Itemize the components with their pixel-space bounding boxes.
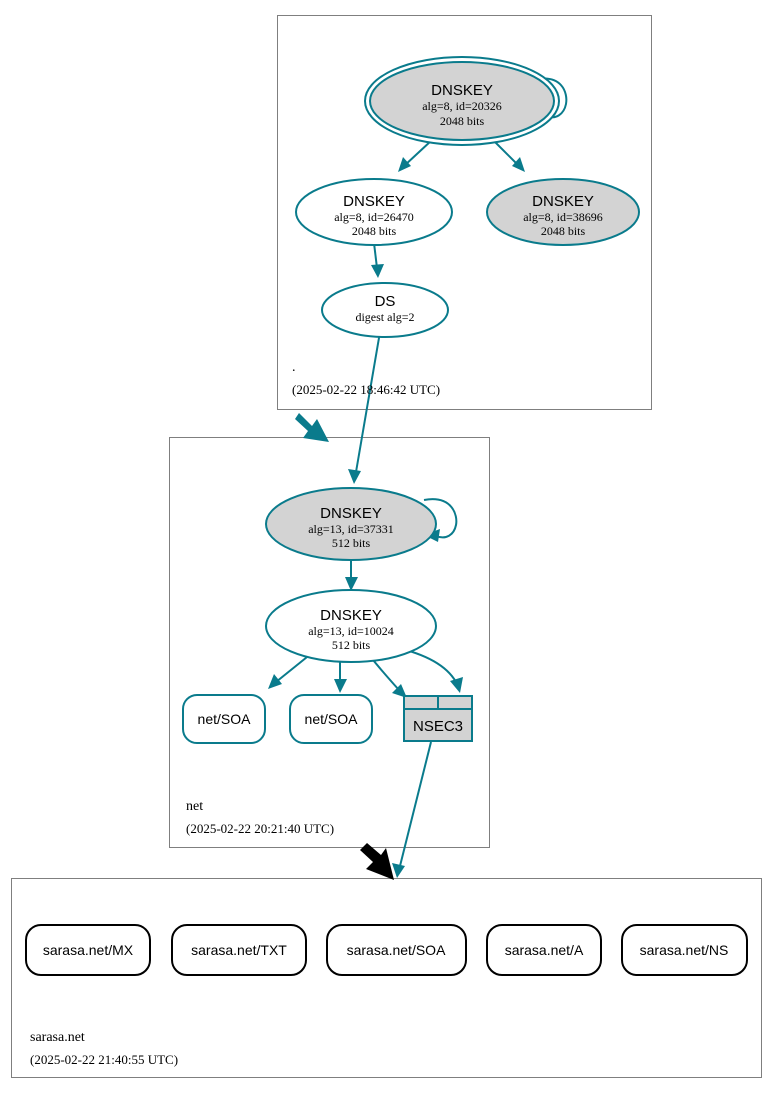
node-line3: 512 bits xyxy=(332,536,371,550)
zone-timestamp-sarasa: (2025-02-22 21:40:55 UTC) xyxy=(30,1052,178,1067)
node-rrset-sarasa-soa[interactable]: sarasa.net/SOA xyxy=(326,924,467,976)
arrowhead xyxy=(450,677,463,693)
arrowhead xyxy=(348,469,361,484)
node-ds-root[interactable]: DS digest alg=2 xyxy=(321,282,449,338)
node-shape xyxy=(171,924,307,976)
node-shape xyxy=(25,924,151,976)
nsec3-header-cell-left xyxy=(403,695,439,710)
nsec3-body-cell xyxy=(403,708,473,742)
arrowhead xyxy=(268,674,282,689)
node-dnskey-root-20326[interactable]: DNSKEY alg=8, id=20326 2048 bits xyxy=(364,56,560,146)
node-title: DNSKEY xyxy=(320,505,382,522)
node-title: DNSKEY xyxy=(532,193,594,210)
edge-delegation-net-to-sarasa xyxy=(360,843,394,880)
node-line3: 512 bits xyxy=(332,638,371,652)
node-rrset-sarasa-txt[interactable]: sarasa.net/TXT xyxy=(171,924,307,976)
node-rrset-sarasa-ns[interactable]: sarasa.net/NS xyxy=(621,924,748,976)
nsec3-label: NSEC3 xyxy=(413,718,463,735)
node-shape xyxy=(369,61,555,141)
node-shape xyxy=(621,924,748,976)
node-line2: alg=8, id=26470 xyxy=(334,210,414,224)
node-dnskey-net-10024[interactable]: DNSKEY alg=13, id=10024 512 bits xyxy=(265,589,437,663)
edge-net-ksk-to-net-zsk xyxy=(345,559,358,591)
node-line2: alg=8, id=38696 xyxy=(523,210,603,224)
node-rrset-net-soa-1[interactable]: net/SOA xyxy=(182,694,266,744)
edge-ds-to-net-ksk xyxy=(348,331,381,484)
zone-label-net: net xyxy=(186,799,203,814)
node-dnskey-root-26470[interactable]: DNSKEY alg=8, id=26470 2048 bits xyxy=(295,178,453,246)
edge-delegation-root-to-net xyxy=(295,413,329,442)
node-shape xyxy=(295,178,453,246)
node-title: DS xyxy=(375,293,396,310)
node-line3: 2048 bits xyxy=(440,114,485,128)
node-shape xyxy=(265,589,437,663)
rrset-label: sarasa.net/NS xyxy=(640,942,729,958)
node-dnskey-root-38696[interactable]: DNSKEY alg=8, id=38696 2048 bits xyxy=(486,178,640,246)
node-line3: 2048 bits xyxy=(541,224,586,238)
rrset-label: sarasa.net/SOA xyxy=(347,942,446,958)
rrset-label: net/SOA xyxy=(198,711,252,727)
arrowhead xyxy=(512,157,525,172)
arrowhead xyxy=(371,264,384,278)
zone-label-root: . xyxy=(292,360,296,375)
zone-box-sarasa xyxy=(11,878,762,1078)
rrset-label: sarasa.net/MX xyxy=(43,942,134,958)
zone-label-sarasa: sarasa.net xyxy=(30,1030,85,1045)
node-line2: digest alg=2 xyxy=(355,310,414,324)
edge-zsk26470-to-ds xyxy=(371,242,384,278)
arrowhead xyxy=(398,157,411,172)
nsec3-header-cell-right xyxy=(437,695,473,710)
node-shape xyxy=(265,487,437,561)
node-dnskey-net-37331[interactable]: DNSKEY alg=13, id=37331 512 bits xyxy=(265,487,437,561)
edge-nsec3-to-sarasa xyxy=(392,741,432,878)
delegation-arrow-insecure xyxy=(360,843,394,880)
node-title: DNSKEY xyxy=(320,607,382,624)
node-rrset-net-soa-2[interactable]: net/SOA xyxy=(289,694,373,744)
arrowhead xyxy=(345,577,358,591)
node-line2: alg=13, id=37331 xyxy=(308,522,394,536)
rrset-label: net/SOA xyxy=(305,711,359,727)
zone-timestamp-net: (2025-02-22 20:21:40 UTC) xyxy=(186,821,334,836)
arrowhead xyxy=(392,863,405,878)
rrset-label: sarasa.net/A xyxy=(505,942,584,958)
node-title: DNSKEY xyxy=(431,82,493,99)
rrset-label: sarasa.net/TXT xyxy=(191,942,287,958)
node-shape xyxy=(182,694,266,744)
node-line3: 2048 bits xyxy=(352,224,397,238)
node-rrset-sarasa-mx[interactable]: sarasa.net/MX xyxy=(25,924,151,976)
edge-net-zsk-to-soa-1 xyxy=(268,652,313,689)
node-shape xyxy=(321,282,449,338)
node-title: DNSKEY xyxy=(343,193,405,210)
node-shape xyxy=(289,694,373,744)
node-rrset-sarasa-a[interactable]: sarasa.net/A xyxy=(486,924,602,976)
node-shape xyxy=(486,178,640,246)
node-line2: alg=13, id=10024 xyxy=(308,624,394,638)
delegation-arrow-secure xyxy=(295,413,329,442)
node-shape xyxy=(486,924,602,976)
node-shape xyxy=(326,924,467,976)
arrowhead xyxy=(334,679,347,693)
edge-root-ksk-to-zsk26470 xyxy=(398,139,433,172)
zone-timestamp-root: (2025-02-22 18:46:42 UTC) xyxy=(292,382,440,397)
node-line2: alg=8, id=20326 xyxy=(422,99,502,113)
edge-root-ksk-to-zsk38696 xyxy=(492,139,525,172)
arrowhead xyxy=(392,684,407,698)
node-nsec3-net[interactable]: NSEC3 xyxy=(403,695,473,742)
